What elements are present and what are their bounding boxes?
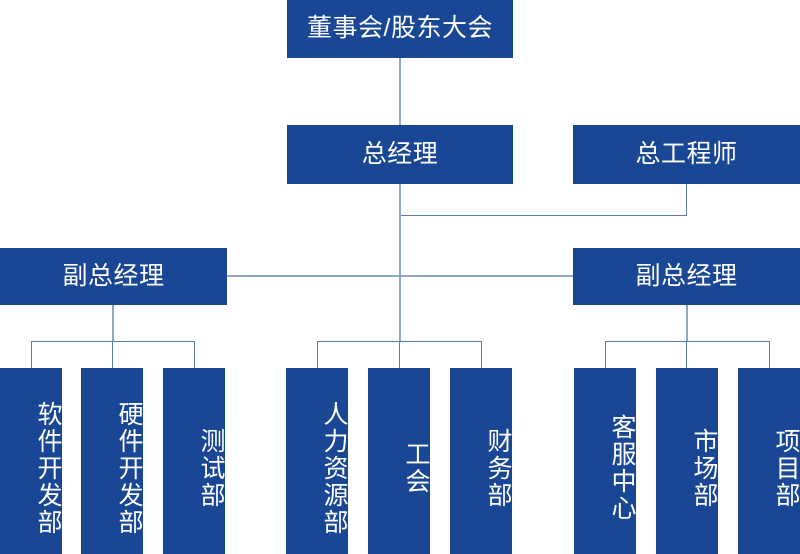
node-deputy-general-manager-right[interactable]: 副总经理	[573, 248, 800, 305]
node-testing-dept[interactable]: 测试部	[163, 368, 225, 554]
connector-board-to-gm	[399, 58, 401, 125]
node-labor-union[interactable]: 工会	[368, 368, 430, 554]
node-hardware-development-dept[interactable]: 硬件开发部	[81, 368, 143, 554]
connector-chief-engineer-drop	[686, 184, 687, 216]
connector-right-deputy-drop	[686, 305, 688, 342]
node-board-of-directors[interactable]: 董事会/股东大会	[287, 0, 513, 58]
connector-right-dept-1-drop	[605, 341, 606, 368]
node-finance-dept[interactable]: 财务部	[450, 368, 512, 554]
connector-middle-dept-1-drop	[317, 341, 318, 368]
node-human-resources-dept[interactable]: 人力资源部	[286, 368, 348, 554]
connector-left-dept-2-drop	[112, 341, 113, 368]
connector-middle-dept-2-drop	[399, 341, 400, 368]
node-deputy-general-manager-left[interactable]: 副总经理	[0, 248, 227, 305]
connector-left-dept-1-drop	[31, 341, 32, 368]
connector-deputy-bus	[227, 275, 573, 277]
node-project-dept[interactable]: 项目部	[738, 368, 800, 554]
node-marketing-dept[interactable]: 市场部	[656, 368, 718, 554]
node-chief-engineer[interactable]: 总工程师	[573, 125, 800, 184]
connector-left-group-bus	[31, 341, 195, 342]
connector-left-dept-3-drop	[194, 341, 195, 368]
connector-gm-chief-engineer-bus	[399, 215, 687, 216]
connector-right-group-bus	[605, 341, 769, 342]
connector-middle-dept-3-drop	[481, 341, 482, 368]
node-customer-service-center[interactable]: 客服中心	[574, 368, 636, 554]
connector-left-deputy-drop	[112, 305, 114, 342]
node-software-development-dept[interactable]: 软件开发部	[0, 368, 62, 554]
node-general-manager[interactable]: 总经理	[287, 125, 513, 184]
connector-right-dept-2-drop	[686, 341, 687, 368]
connector-gm-stem	[399, 184, 401, 342]
connector-right-dept-3-drop	[769, 341, 770, 368]
